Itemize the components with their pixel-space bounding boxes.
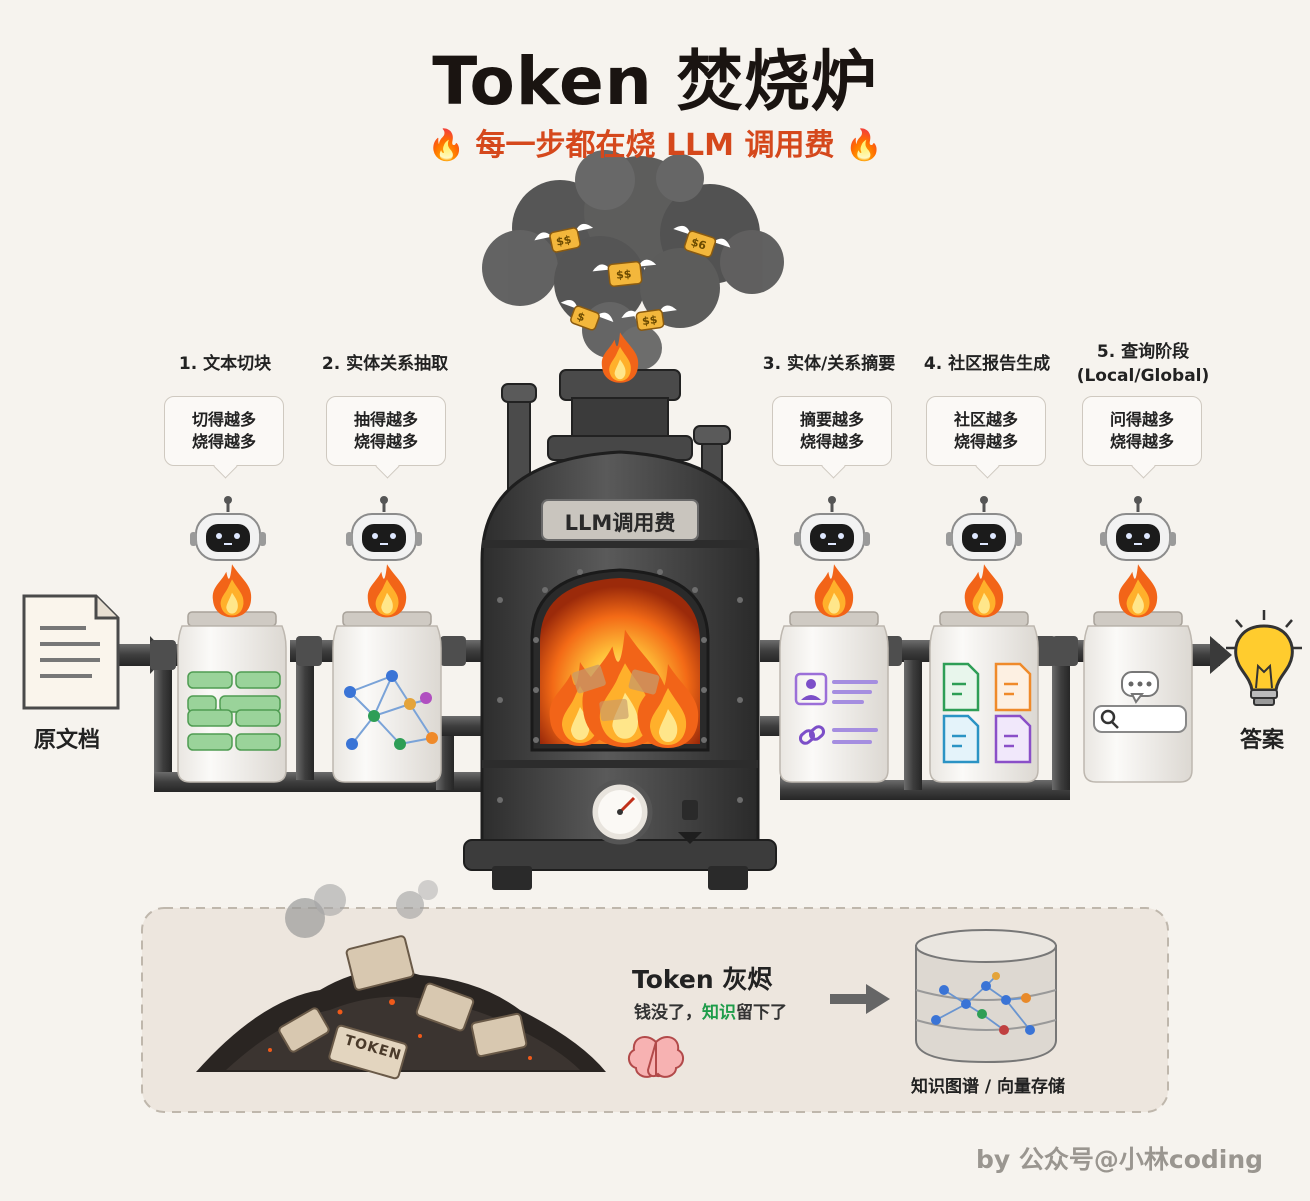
step-1-bubble: 切得越多 烧得越多 <box>164 396 284 466</box>
fire-icon: 🔥 <box>844 128 883 163</box>
graph-network-icon <box>344 670 438 750</box>
ash-title: Token 灰烬 <box>632 965 773 994</box>
furnace-plate-label: LLM调用费 <box>564 511 676 535</box>
bubble-line: 烧得越多 <box>1109 432 1174 451</box>
database-cylinder-icon <box>915 929 1057 1064</box>
arrow-right-icon <box>830 984 890 1014</box>
bubble-line: 切得越多 <box>191 410 256 429</box>
fire-icon: 🔥 <box>427 128 466 163</box>
page-title: Token 焚烧炉 <box>432 43 878 120</box>
knowledge-store-label: 知识图谱 / 向量存储 <box>910 1077 1066 1097</box>
bubble-line: 摘要越多 <box>799 410 864 429</box>
step-5-label-line1: 5. 查询阶段 <box>1096 342 1190 362</box>
svg-text:$$: $$ <box>555 233 573 249</box>
search-query-icon <box>1093 671 1187 733</box>
entity-summary-icon <box>794 672 878 745</box>
valve-icon <box>678 800 702 844</box>
page-subtitle: 🔥 每一步都在烧 LLM 调用费 🔥 <box>0 120 1310 164</box>
step-2-label: 2. 实体关系抽取 <box>321 354 449 374</box>
step-3-bubble: 摘要越多 烧得越多 <box>772 396 892 466</box>
bubble-line: 烧得越多 <box>353 432 418 451</box>
bubble-line: 烧得越多 <box>953 432 1018 451</box>
svg-text:$$: $$ <box>615 267 632 282</box>
subtitle-text: 每一步都在烧 LLM 调用费 <box>475 128 835 163</box>
svg-text:$: $ <box>575 310 587 325</box>
lightbulb-icon <box>1226 610 1302 706</box>
report-documents-icon <box>942 662 1032 764</box>
bubble-line: 社区越多 <box>953 410 1018 429</box>
bubble-line: 烧得越多 <box>191 432 256 451</box>
ash-pile <box>196 880 606 1080</box>
step-5-label: 5. 查询阶段 (Local/Global) <box>1058 340 1228 388</box>
bubble-line: 抽得越多 <box>353 410 418 429</box>
document-icon <box>22 594 120 710</box>
ash-subtitle-part: 钱没了， <box>634 1003 702 1023</box>
step-2-bubble: 抽得越多 烧得越多 <box>326 396 446 466</box>
author-credit: by 公众号@小林coding <box>976 1145 1264 1174</box>
smoke-cloud <box>482 150 784 370</box>
output-label: 答案 <box>1240 728 1285 753</box>
svg-text:$$: $$ <box>641 313 658 328</box>
step-3-label: 3. 实体/关系摘要 <box>762 354 896 374</box>
input-label: 原文档 <box>34 728 101 753</box>
flying-money-icon: $$ $6 $$ $ $$ <box>534 223 731 331</box>
bubble-line: 问得越多 <box>1109 410 1174 429</box>
gauge-icon <box>587 779 653 845</box>
ash-subtitle-part: 留下了 <box>736 1003 787 1023</box>
furnace <box>463 369 777 890</box>
text-chunks-icon <box>187 671 281 751</box>
ash-subtitle: 钱没了，知识留下了 <box>634 998 787 1023</box>
step-4-bubble: 社区越多 烧得越多 <box>926 396 1046 466</box>
step-5-label-line2: (Local/Global) <box>1076 366 1210 386</box>
bubble-line: 烧得越多 <box>799 432 864 451</box>
step-5-bubble: 问得越多 烧得越多 <box>1082 396 1202 466</box>
step-1-label: 1. 文本切块 <box>178 354 272 374</box>
step-4-label: 4. 社区报告生成 <box>923 354 1051 374</box>
svg-text:$6: $6 <box>689 236 708 253</box>
brain-icon <box>628 1035 684 1078</box>
ash-subtitle-highlight: 知识 <box>702 1003 736 1023</box>
